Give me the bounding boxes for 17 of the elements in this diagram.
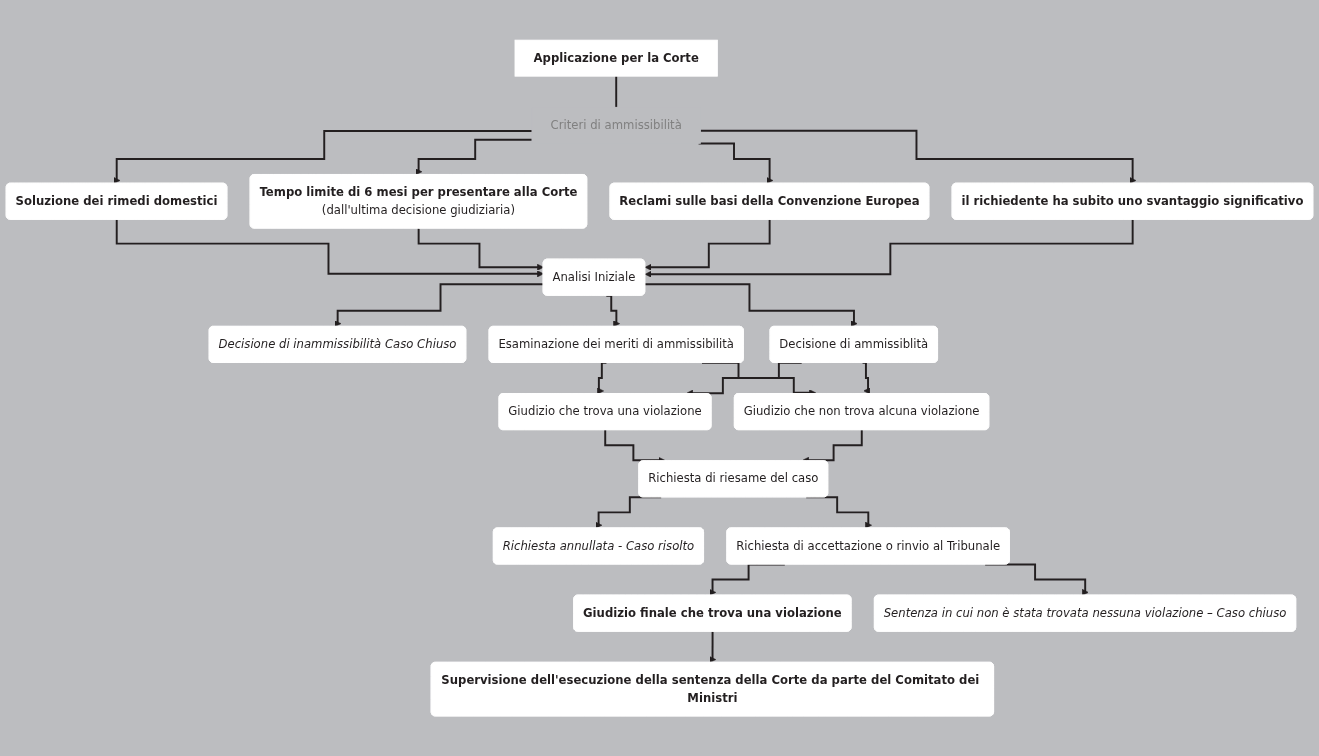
- node-text: Criteri di ammissibilità: [550, 118, 682, 133]
- arrow: [334, 283, 545, 328]
- arrow: [595, 496, 663, 529]
- arrow: [805, 496, 872, 529]
- arrow: [113, 130, 533, 184]
- arrow: [699, 129, 1137, 184]
- arrow: [415, 138, 533, 176]
- arrow: [861, 361, 871, 395]
- arrow: [417, 227, 544, 271]
- arrow: [644, 218, 771, 271]
- arrow: [644, 218, 1134, 278]
- arrow: [115, 218, 544, 278]
- arrow: [709, 630, 717, 663]
- connector: [615, 75, 618, 109]
- node-box: Applicazione per la Corte: [514, 39, 718, 77]
- arrow: [802, 429, 863, 464]
- arrow: [644, 283, 858, 328]
